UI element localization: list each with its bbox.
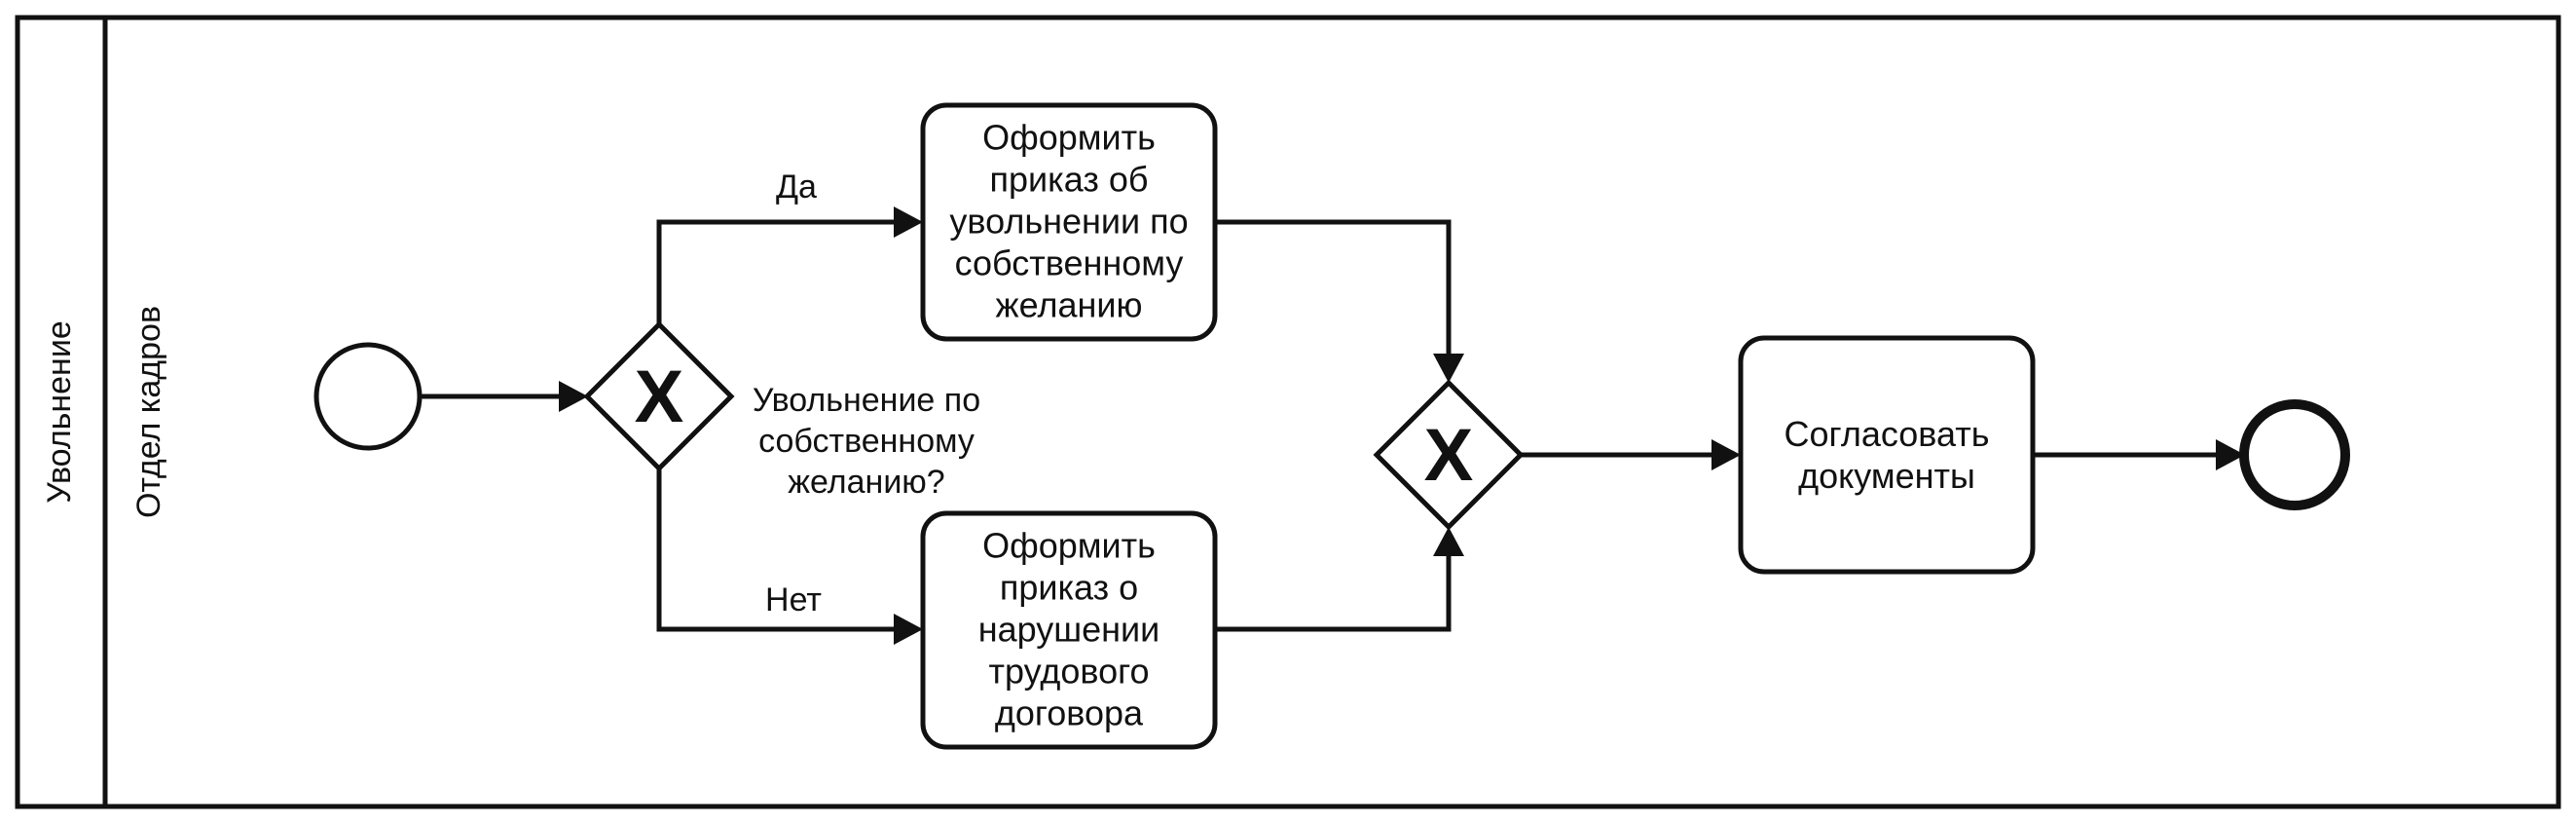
task-violation[interactable]	[920, 510, 1218, 750]
arrowhead-end	[2216, 439, 2245, 470]
flow-no[interactable]	[656, 468, 901, 632]
lane-label: Отдел кадров	[130, 306, 167, 518]
arrowhead-task-resign	[894, 206, 923, 238]
task-resign-line: приказ об	[990, 160, 1149, 200]
pool-frame	[15, 15, 2561, 809]
pool-label: Увольнение	[41, 320, 78, 503]
arrowhead-merge-bottom	[1433, 527, 1464, 556]
exclusive-gateway-merge[interactable]	[1373, 379, 1525, 531]
task-violation-line: договора	[995, 693, 1144, 733]
flow-yes[interactable]	[656, 219, 901, 324]
task-resign-line: Оформить	[982, 118, 1156, 158]
task-violation-line: приказ о	[1000, 568, 1138, 608]
task-resign-line: желанию	[996, 285, 1143, 325]
task-violation-line: Оформить	[982, 526, 1156, 566]
gateway-question-line: желанию?	[788, 464, 944, 501]
gateway-question-line: собственному	[758, 423, 975, 460]
task-violation-line: нарушении	[978, 610, 1160, 650]
flow-resign-to-merge[interactable]	[1216, 219, 1452, 362]
task-approve-line: документы	[1798, 456, 1975, 496]
arrowhead-task-approve	[1711, 439, 1741, 470]
arrowhead-task-violation	[894, 614, 923, 645]
arrowhead-merge-top	[1433, 354, 1464, 383]
gateway-question-line: Увольнение по	[753, 382, 980, 419]
flow-label-yes: Да	[776, 169, 817, 206]
task-violation-line: трудового	[988, 652, 1149, 692]
flow-label-no: Нет	[765, 581, 822, 618]
gateway-split-marker: X	[635, 356, 684, 438]
arrowhead-split	[559, 381, 588, 412]
start-event[interactable]	[313, 342, 423, 451]
task-approve[interactable]	[1738, 335, 2036, 575]
task-approve-line: Согласовать	[1784, 414, 1989, 454]
task-resign-line: увольнении по	[949, 202, 1188, 242]
flow-violation-to-merge[interactable]	[1216, 547, 1452, 632]
end-event[interactable]	[2239, 399, 2350, 510]
gateway-merge-marker: X	[1424, 414, 1474, 497]
gateway-split-question: Увольнение по собственному желанию?	[753, 382, 980, 501]
task-resign[interactable]	[920, 102, 1218, 342]
task-resign-line: собственному	[955, 243, 1184, 283]
exclusive-gateway-split[interactable]	[583, 320, 735, 472]
